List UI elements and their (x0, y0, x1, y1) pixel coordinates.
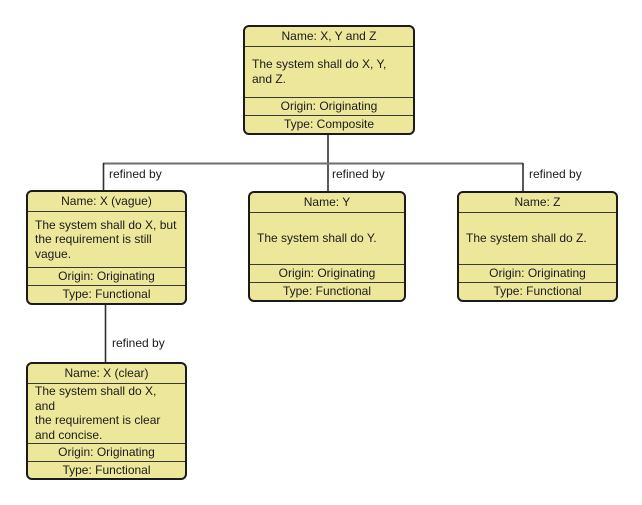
requirement-node-xyz[interactable]: Name: X, Y and Z The system shall do X, … (243, 25, 415, 135)
node-type: Type: Functional (459, 282, 616, 300)
node-type: Type: Functional (28, 285, 185, 303)
requirement-node-z[interactable]: Name: Z The system shall do Z. Origin: O… (457, 191, 618, 302)
node-name: Name: X, Y and Z (245, 27, 413, 47)
node-description: The system shall do Z. (466, 231, 587, 246)
node-type: Type: Functional (250, 282, 404, 300)
node-name: Name: Y (250, 193, 404, 213)
edge-label-refined-by: refined by (529, 167, 582, 181)
edge-label-refined-by: refined by (109, 167, 162, 181)
node-name: Name: Z (459, 193, 616, 213)
requirement-node-x-vague[interactable]: Name: X (vague) The system shall do X, b… (26, 190, 187, 305)
node-origin: Origin: Originating (245, 97, 413, 115)
requirement-node-y[interactable]: Name: Y The system shall do Y. Origin: O… (248, 191, 406, 302)
node-name: Name: X (clear) (28, 364, 185, 384)
node-origin: Origin: Originating (28, 267, 185, 285)
node-description: The system shall do X, and the requireme… (35, 384, 161, 442)
edge-label-refined-by: refined by (332, 167, 385, 181)
node-origin: Origin: Originating (28, 442, 185, 461)
node-description: The system shall do Y. (257, 231, 377, 246)
node-description: The system shall do X, Y, and Z. (252, 57, 387, 86)
edge-label-refined-by: refined by (112, 336, 165, 350)
node-type: Type: Composite (245, 115, 413, 133)
requirement-node-x-clear[interactable]: Name: X (clear) The system shall do X, a… (26, 362, 187, 480)
node-origin: Origin: Originating (459, 264, 616, 282)
node-description: The system shall do X, but the requireme… (35, 217, 177, 261)
node-type: Type: Functional (28, 460, 185, 479)
node-name: Name: X (vague) (28, 192, 185, 212)
node-origin: Origin: Originating (250, 264, 404, 282)
